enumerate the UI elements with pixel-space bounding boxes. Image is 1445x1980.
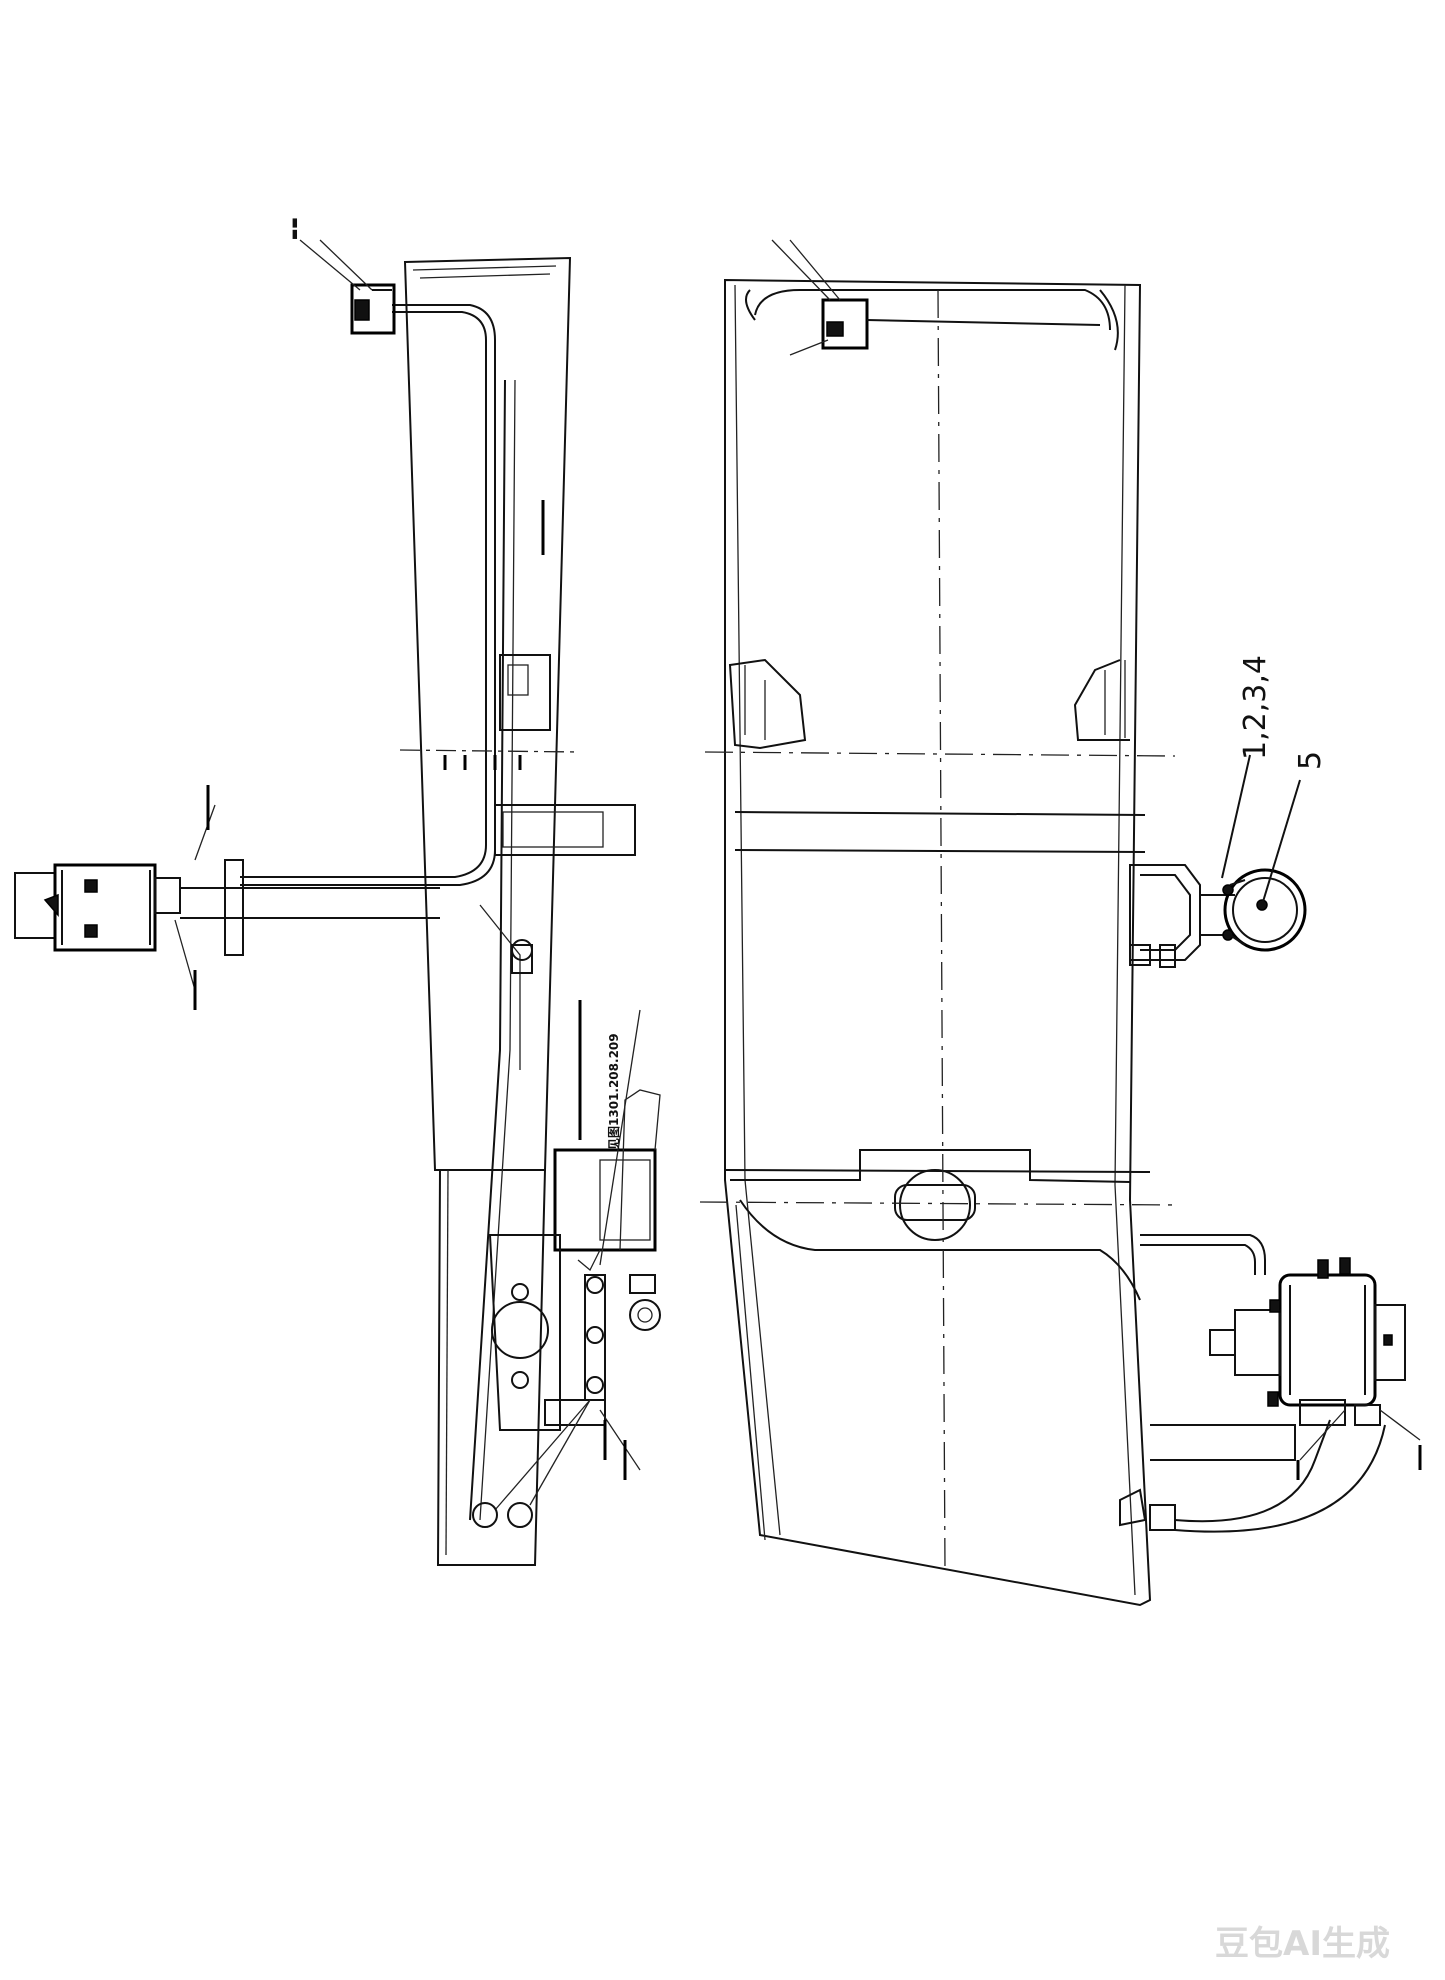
callout-parts-1-4: 1,2,3,4 [1238,655,1273,760]
right-centerlines [699,289,1181,1571]
callout-part-5: 5 [1293,751,1328,770]
right-brake-chamber [1129,754,1307,968]
left-brake-chamber [14,804,440,991]
right-top-valve [771,239,1101,356]
left-centerlines [399,749,581,753]
right-lower-actuator [1119,1234,1422,1533]
right-gussets [728,658,1130,750]
svg-text:▬▬: ▬▬ [287,217,301,240]
watermark: 豆包AI生成 [1215,1924,1390,1964]
left-frame-rail [240,256,572,1566]
right-frame [724,278,1152,1607]
drawing-reference: 见图1301.208.209 [607,1033,621,1150]
rail-brackets [494,654,636,974]
left-small-notes [193,500,627,1480]
left-linkage [472,1009,661,1528]
left-top-valve: ▬▬ [287,217,396,335]
